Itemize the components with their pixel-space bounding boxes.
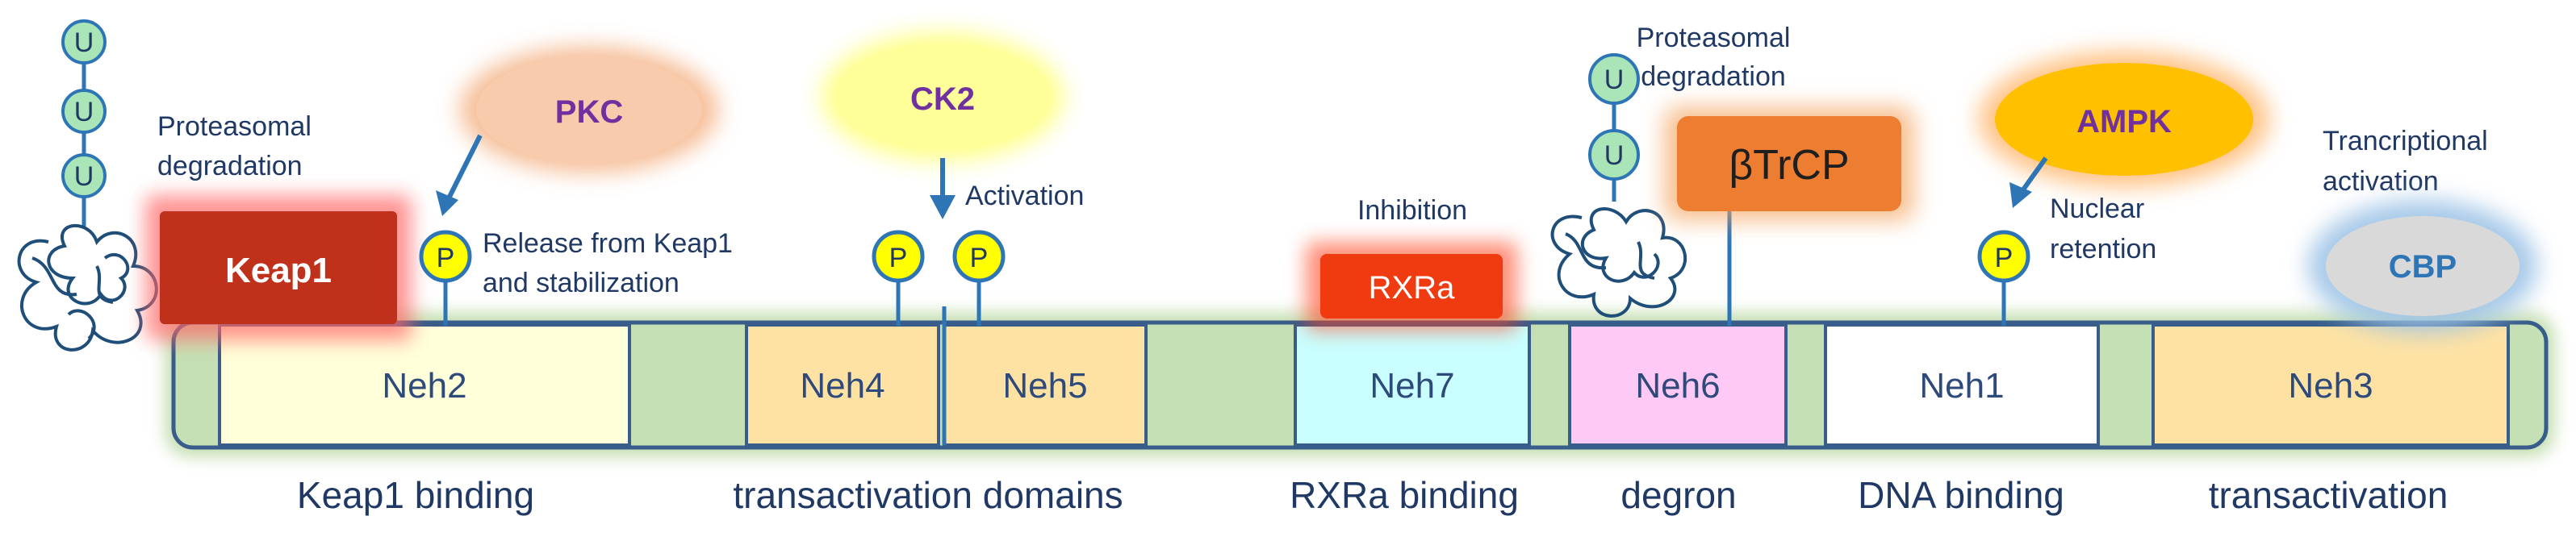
btrcp-box: [1677, 116, 1901, 211]
region-label-keap1-binding: Keap1 binding: [297, 474, 534, 516]
ampk-kinase: AMPK: [1979, 52, 2269, 187]
cbp-label: CBP: [2389, 249, 2457, 285]
ampk-label: AMPK: [2076, 104, 2172, 139]
domain-neh6: Neh6: [1568, 323, 1788, 447]
neh2-phospho: P: [419, 230, 472, 283]
ck2-ellipse: [836, 44, 1049, 150]
keap1-degradation-line1: Proteasomal: [157, 111, 312, 142]
btrcp-degradation-line2: degradation: [1641, 61, 1786, 92]
release-line2: and stabilization: [483, 268, 680, 298]
ampk-arrow: [2009, 156, 2048, 208]
region-label-transactivation: transactivation: [2209, 474, 2448, 516]
ubiquitin-label: U: [1604, 140, 1625, 171]
btrcp-degradation-line1: Proteasomal: [1637, 23, 1791, 53]
phospho-label: P: [437, 243, 455, 273]
domain-neh7: Neh7: [1294, 323, 1531, 447]
ubiquitin-label: U: [74, 27, 94, 58]
phospho-label: P: [970, 243, 989, 273]
ubiquitin-label: U: [74, 161, 94, 192]
pkc-ellipse: [476, 56, 702, 163]
proteasome-scribble-left: [17, 223, 158, 352]
region-label-transactivation-domains: transactivation domains: [733, 474, 1123, 516]
domain-neh1: Neh1: [1824, 323, 2100, 447]
region-label-degron: degron: [1620, 474, 1736, 516]
release-line1: Release from Keap1: [483, 228, 733, 259]
neh4-phospho: P: [872, 230, 925, 283]
domain-label: Neh1: [1919, 366, 2004, 406]
rxra-label: RXRa: [1369, 270, 1455, 306]
pkc-kinase: PKC: [460, 47, 718, 173]
phospho-label: P: [1995, 243, 2014, 273]
domain-box: [1568, 323, 1788, 447]
domain-neh3: Neh3: [2152, 323, 2510, 447]
ck2-kinase: CK2: [822, 32, 1064, 161]
phospho-mark: [872, 230, 925, 283]
domain-label: Neh5: [1002, 366, 1087, 406]
domain-neh5: Neh5: [943, 323, 1148, 447]
transcriptional-activation-line1: Trancriptional: [2323, 126, 2488, 156]
btrcp-binder: βTrCP: [1664, 106, 1914, 221]
inhibition-label: Inhibition: [1357, 195, 1467, 226]
cbp-ellipse: [2326, 216, 2520, 316]
domain-box: [745, 323, 940, 447]
nuclear-retention-line1: Nuclear: [2050, 194, 2144, 224]
ck2-arrow: [930, 158, 956, 219]
domain-label: Neh7: [1370, 366, 1454, 406]
ubiquitin-chain-left: U U U: [61, 19, 107, 227]
domain-label: Neh3: [2288, 366, 2373, 406]
ubiquitin-label: U: [74, 97, 94, 127]
region-labels: Keap1 binding transactivation domains RX…: [297, 474, 2448, 516]
proteasome-scribble-right: [1550, 207, 1687, 318]
cbp-binder: CBP: [2308, 200, 2537, 332]
btrcp-label: βTrCP: [1729, 142, 1849, 189]
transcriptional-activation-line2: activation: [2323, 166, 2439, 197]
domain-label: Neh6: [1635, 366, 1720, 406]
activation-label: Activation: [965, 181, 1084, 211]
domain-neh4: Neh4: [745, 323, 940, 447]
domain-box: [2152, 323, 2510, 447]
connector-lines: [443, 211, 2006, 445]
phospho-mark: [1977, 230, 2030, 283]
domain-box: [218, 323, 631, 447]
phospho-label: P: [889, 243, 908, 273]
domain-neh2: Neh2: [218, 323, 631, 447]
pkc-arrow: [436, 134, 483, 216]
domain-label: Neh2: [382, 366, 466, 406]
rxra-binder: RXRa: [1306, 242, 1517, 331]
ubiquitin-label: U: [1604, 65, 1625, 95]
keap1-label: Keap1: [225, 251, 332, 290]
domain-label: Neh4: [800, 366, 884, 406]
neh1-phospho: P: [1977, 230, 2030, 283]
keap1-box: [160, 211, 397, 324]
ubiquitin-chain-right: U U: [1588, 53, 1640, 202]
nuclear-retention-line2: retention: [2050, 234, 2156, 264]
keap1-degradation-line2: degradation: [157, 151, 303, 181]
region-label-dna-binding: DNA binding: [1858, 474, 2064, 516]
phospho-mark: [419, 230, 472, 283]
ampk-ellipse: [1995, 63, 2253, 176]
ck2-label: CK2: [910, 81, 975, 117]
phospho-mark: [952, 230, 1006, 283]
neh5-phospho: P: [952, 230, 1006, 283]
keap1-binder: Keap1: [145, 195, 412, 340]
domain-box: [1824, 323, 2100, 447]
pkc-label: PKC: [555, 94, 623, 130]
region-label-rxra-binding: RXRa binding: [1290, 474, 1519, 516]
rxra-box: [1320, 254, 1503, 318]
